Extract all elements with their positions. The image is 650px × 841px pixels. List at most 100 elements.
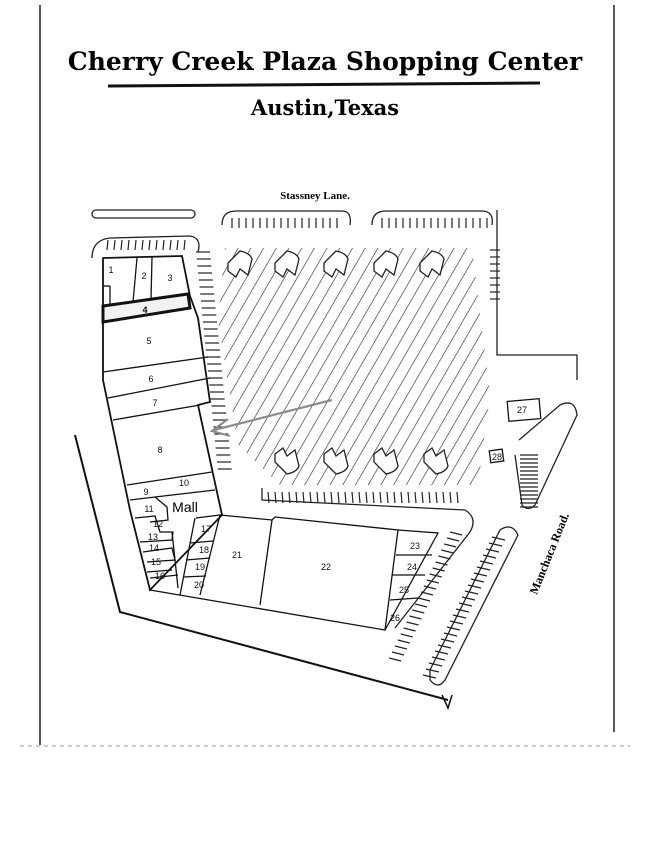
parking-stall-line (485, 548, 500, 553)
parking-stall-line (491, 536, 506, 541)
unit-label: 9 (143, 487, 148, 497)
parking-stall-line (134, 239, 137, 251)
parking-stall-line (482, 554, 497, 559)
unit-label: 19 (195, 562, 205, 572)
parking-stall-line (452, 614, 467, 619)
parking-stall-line (435, 561, 448, 566)
parking-stall-line (148, 239, 151, 251)
parking-stall-line (437, 644, 452, 649)
parking-stall-line (417, 597, 431, 602)
unit-4-highlight (101, 292, 192, 324)
unit-label: 5 (146, 336, 151, 346)
parking-stall-line (358, 491, 361, 504)
parking-stall-line (274, 491, 277, 504)
map-title: Cherry Creek Plaza Shopping Center (68, 47, 583, 76)
parking-stall-line (176, 239, 179, 251)
parking-stall-line (488, 542, 503, 547)
parking-stall-line (432, 567, 445, 572)
north-curbs (91, 209, 493, 259)
unit-label: 16 (155, 571, 165, 581)
location-arrow (209, 398, 333, 438)
unit-label: 15 (151, 557, 161, 567)
parking-stall-line (426, 579, 439, 584)
parking-stall-line (479, 560, 494, 565)
parking-stall-line (470, 578, 485, 583)
unit-label: 8 (157, 445, 162, 455)
unit-label: 4 (142, 305, 147, 315)
parking-stall-line (141, 239, 144, 251)
east-parking-outline (261, 210, 578, 686)
unit-label: 6 (148, 374, 153, 384)
parking-stall-line (435, 491, 438, 504)
parking-stall-line (386, 491, 389, 504)
parking-stall-line (388, 657, 402, 662)
unit-label: 22 (321, 562, 331, 572)
title-underline (107, 81, 541, 88)
unit-label: 25 (399, 585, 409, 595)
parking-stall-line (397, 639, 410, 644)
parking-stall-line (183, 239, 186, 251)
unit-label: 20 (194, 580, 204, 590)
parking-island (323, 447, 349, 475)
boundary-marker (441, 694, 453, 711)
parking-stall-line (434, 650, 449, 655)
unit-label: 13 (148, 532, 158, 542)
parking-stall-line (400, 633, 413, 638)
parking-stall-line (344, 491, 347, 504)
parking-stall-line (169, 239, 172, 251)
unit-label: 17 (201, 524, 211, 534)
unit-label: 24 (407, 562, 417, 572)
unit-label: 12 (153, 519, 163, 529)
parking-stalls (106, 218, 538, 679)
parking-stall-line (155, 239, 158, 251)
unit-label: 23 (410, 541, 420, 551)
parking-stall-line (379, 491, 382, 504)
parking-stall-line (431, 656, 446, 661)
parking-stall-line (446, 537, 460, 542)
parking-stall-line (428, 662, 443, 667)
parking-stall-line (415, 603, 428, 608)
parking-stall-line (455, 608, 470, 613)
parking-stall-line (113, 239, 116, 251)
parking-stall-line (403, 627, 416, 632)
unit-label: 14 (149, 543, 159, 553)
unit-label: 1 (108, 265, 113, 275)
parking-stall-line (127, 239, 130, 251)
unit-label: 7 (152, 398, 157, 408)
site-boundary (74, 434, 449, 701)
parking-stall-line (449, 531, 463, 536)
road-label-manchaca: Manchaca Road. (527, 511, 572, 597)
parking-island (323, 250, 349, 278)
parking-stall-line (316, 491, 319, 504)
parking-stall-line (406, 621, 419, 626)
unit-label: 11 (144, 504, 153, 514)
parking-island (373, 447, 399, 475)
unit-label: 27 (517, 405, 527, 415)
parking-stall-line (449, 620, 464, 625)
road-label-stassney: Stassney Lane. (280, 190, 350, 202)
buildings (101, 255, 542, 631)
parking-stall-line (446, 626, 461, 631)
unit-label: 2 (141, 271, 146, 281)
parking-stall-line (458, 602, 473, 607)
parking-stall-line (423, 585, 437, 590)
parking-island (419, 250, 445, 278)
parking-islands (227, 250, 449, 475)
unit-label: 10 (179, 478, 189, 488)
parking-stall-line (337, 491, 340, 504)
parking-stall-line (365, 491, 368, 504)
parking-stall-line (394, 645, 408, 650)
parking-island (274, 250, 300, 278)
parking-stall-line (409, 615, 422, 620)
parking-stall-line (391, 651, 405, 656)
parking-stall-line (467, 584, 482, 589)
parking-stall-line (456, 491, 459, 504)
parking-stall-line (428, 491, 431, 504)
parking-stall-line (309, 491, 312, 504)
parking-island (423, 447, 449, 475)
unit-label: 3 (167, 273, 172, 283)
parking-stall-line (449, 491, 452, 504)
unit-label: 26 (390, 613, 400, 623)
parking-stall-line (302, 491, 305, 504)
map-subtitle: Austin,Texas (250, 95, 399, 120)
